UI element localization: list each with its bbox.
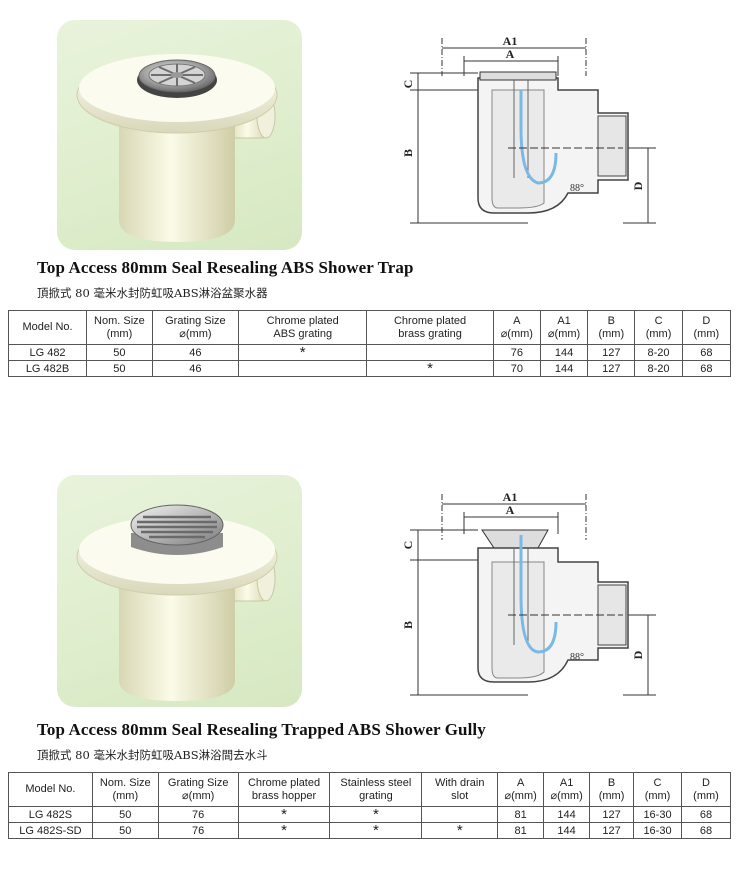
dim-label-b: B <box>401 621 415 629</box>
cell-a1: 144 <box>543 822 591 839</box>
cell-stainless-grating: * <box>329 822 423 839</box>
product-title: Top Access 80mm Seal Resealing Trapped A… <box>37 720 486 739</box>
cell-d: 68 <box>680 806 732 823</box>
cell-chrome-abs-grating <box>238 360 368 377</box>
angle-label: 88° <box>570 183 584 194</box>
cell-d: 68 <box>681 360 732 377</box>
dim-label-d: D <box>631 650 645 659</box>
table-row: LG 482 50 46 * 76 144 127 8-20 68 <box>7 344 732 361</box>
product-section-shower-gully: A1 A C B D 88° Top Access 80mm Seal Rese… <box>0 450 739 884</box>
cell-a: 70 <box>492 360 541 377</box>
cell-grating-size: 76 <box>157 806 239 823</box>
cell-model: LG 482B <box>7 360 88 377</box>
cell-c: 16-30 <box>633 822 682 839</box>
header-grating-size: Grating Size⌀(mm) <box>151 310 240 345</box>
dim-label-b: B <box>401 149 415 157</box>
header-b: B(mm) <box>589 772 635 807</box>
cell-b: 127 <box>589 822 635 839</box>
cell-b: 127 <box>587 344 636 361</box>
header-d: D(mm) <box>681 310 732 345</box>
cell-chrome-brass-grating <box>366 344 494 361</box>
angle-label: 88° <box>570 652 584 663</box>
spec-table: Model No. Nom. Size(mm) Grating Size⌀(mm… <box>8 772 732 839</box>
dim-label-a1: A1 <box>503 34 518 48</box>
cell-a: 81 <box>497 822 545 839</box>
cell-c: 16-30 <box>633 806 682 823</box>
header-a: A⌀(mm) <box>497 772 545 807</box>
dim-label-c: C <box>401 80 415 89</box>
spec-table: Model No. Nom. Size(mm) Grating Size⌀(mm… <box>7 310 732 377</box>
cell-c: 8-20 <box>634 344 683 361</box>
cell-a1: 144 <box>543 806 591 823</box>
cell-chrome-brass-hopper: * <box>237 822 331 839</box>
dim-label-a1: A1 <box>503 490 518 504</box>
cell-stainless-grating: * <box>329 806 423 823</box>
cell-chrome-brass-hopper: * <box>237 806 331 823</box>
header-a1: A1⌀(mm) <box>543 772 591 807</box>
product-photo <box>57 20 302 250</box>
table-row: LG 482S 50 76 * * 81 144 127 16-30 68 <box>8 806 732 823</box>
cell-nom-size: 50 <box>86 344 153 361</box>
cell-b: 127 <box>589 806 635 823</box>
dimension-diagram: A1 A C B D 88° <box>401 34 656 224</box>
cell-d: 68 <box>681 344 732 361</box>
dim-label-a: A <box>506 503 515 517</box>
cell-nom-size: 50 <box>86 360 153 377</box>
dim-label-a: A <box>506 47 515 61</box>
dim-label-d: D <box>631 181 645 190</box>
header-grating-size: Grating Size⌀(mm) <box>157 772 239 807</box>
cell-chrome-abs-grating: * <box>238 344 368 361</box>
cell-c: 8-20 <box>634 360 683 377</box>
cell-a: 76 <box>492 344 541 361</box>
header-nom-size: Nom. Size(mm) <box>91 772 159 807</box>
cell-nom-size: 50 <box>91 806 159 823</box>
header-c: C(mm) <box>633 772 682 807</box>
cell-a: 81 <box>497 806 545 823</box>
cell-model: LG 482 <box>7 344 88 361</box>
cell-d: 68 <box>680 822 732 839</box>
cell-model: LG 482S <box>8 806 93 823</box>
cell-grating-size: 46 <box>151 344 240 361</box>
cell-drain-slot: * <box>421 822 499 839</box>
header-model-no: Model No. <box>7 310 88 345</box>
cell-nom-size: 50 <box>91 822 159 839</box>
spec-table-header-row: Model No. Nom. Size(mm) Grating Size⌀(mm… <box>7 310 732 345</box>
header-d: D(mm) <box>680 772 732 807</box>
cell-b: 127 <box>587 360 636 377</box>
dim-label-c: C <box>401 541 415 550</box>
header-c: C(mm) <box>634 310 683 345</box>
spec-table-header-row: Model No. Nom. Size(mm) Grating Size⌀(mm… <box>8 772 732 807</box>
header-model-no: Model No. <box>8 772 93 807</box>
cell-grating-size: 46 <box>151 360 240 377</box>
table-row: LG 482B 50 46 * 70 144 127 8-20 68 <box>7 360 732 377</box>
cell-model: LG 482S-SD <box>8 822 93 839</box>
cell-a1: 144 <box>539 344 589 361</box>
header-a: A⌀(mm) <box>492 310 541 345</box>
header-nom-size: Nom. Size(mm) <box>86 310 153 345</box>
cell-grating-size: 76 <box>157 822 239 839</box>
cell-a1: 144 <box>539 360 589 377</box>
product-section-shower-trap: A1 A C B D 88° Top Access 80mm Seal Rese… <box>0 0 739 420</box>
header-a1: A1⌀(mm) <box>539 310 589 345</box>
shower-gully-photo-illustration <box>76 504 278 701</box>
product-photo <box>57 475 302 707</box>
header-b: B(mm) <box>587 310 636 345</box>
product-title: Top Access 80mm Seal Resealing ABS Showe… <box>37 258 414 277</box>
product-subtitle-chinese: 頂掀式 80 毫米水封防虹吸ABS淋浴間去水斗 <box>37 748 268 762</box>
product-subtitle-chinese: 頂掀式 80 毫米水封防虹吸ABS淋浴盆聚水器 <box>37 286 268 300</box>
shower-trap-photo-illustration <box>76 54 278 242</box>
cell-drain-slot <box>421 806 499 823</box>
cell-chrome-brass-grating: * <box>366 360 494 377</box>
dimension-diagram: A1 A C B D 88° <box>401 490 656 696</box>
table-row: LG 482S-SD 50 76 * * * 81 144 127 16-30 … <box>8 822 732 839</box>
